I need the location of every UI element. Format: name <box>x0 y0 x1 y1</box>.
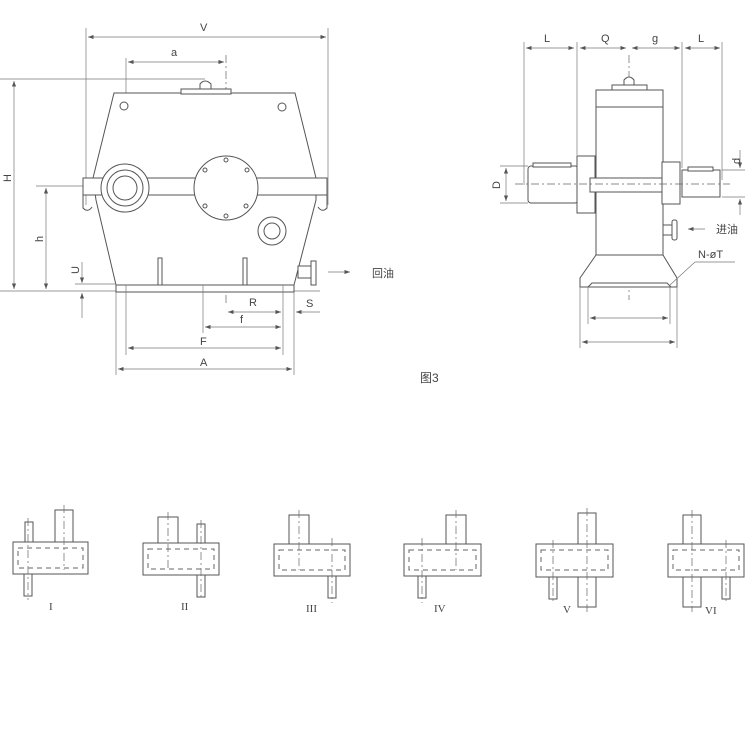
dim-label-S: S <box>306 298 313 310</box>
dim-label-D: D <box>491 181 503 189</box>
bearing-cover <box>193 155 259 221</box>
assembly-config-VI: VI <box>667 510 745 617</box>
oil-inlet-label: 进油 <box>716 222 738 236</box>
config-label: V <box>563 604 571 616</box>
dim-label-a: a <box>171 47 178 59</box>
assembly-config-V: V <box>535 508 614 616</box>
dim-label-g: g <box>652 33 658 45</box>
dim-label-V: V <box>200 22 208 34</box>
dim-label-f: f <box>240 314 244 326</box>
config-label: III <box>306 603 317 615</box>
base-plate <box>115 284 295 293</box>
figure-caption: 图3 <box>420 371 439 385</box>
assembly-config-III: III <box>273 510 351 615</box>
config-label: I <box>49 601 53 613</box>
output-shaft <box>681 169 721 198</box>
assembly-config-II: II <box>142 512 220 613</box>
assembly-config-I: I <box>12 505 89 613</box>
dim-label-H: H <box>2 174 14 182</box>
front-view: V a H h U 回油 <box>0 22 394 375</box>
dim-label-R: R <box>249 297 257 309</box>
dim-label-Q: Q <box>601 33 610 45</box>
input-shaft <box>527 165 579 204</box>
dim-label-F: F <box>200 336 207 348</box>
bolt-holes-label: N-øT <box>698 249 723 261</box>
oil-return-pipe <box>297 265 313 279</box>
assembly-config-IV: IV <box>403 510 482 615</box>
dim-label-L-left: L <box>544 33 550 45</box>
dim-label-L-right: L <box>698 33 704 45</box>
breather-cap <box>199 80 212 90</box>
dim-label-A: A <box>200 357 208 369</box>
dim-label-U: U <box>70 266 82 274</box>
config-label: IV <box>434 603 446 615</box>
config-label: II <box>181 601 189 613</box>
side-view: L Q g L D d 进油 N-øT <box>491 33 745 348</box>
dim-label-h: h <box>34 236 46 242</box>
sight-glass <box>257 216 287 246</box>
oil-return-label: 回油 <box>372 266 394 280</box>
config-label: VI <box>705 605 717 617</box>
dim-label-d: d <box>731 158 743 164</box>
